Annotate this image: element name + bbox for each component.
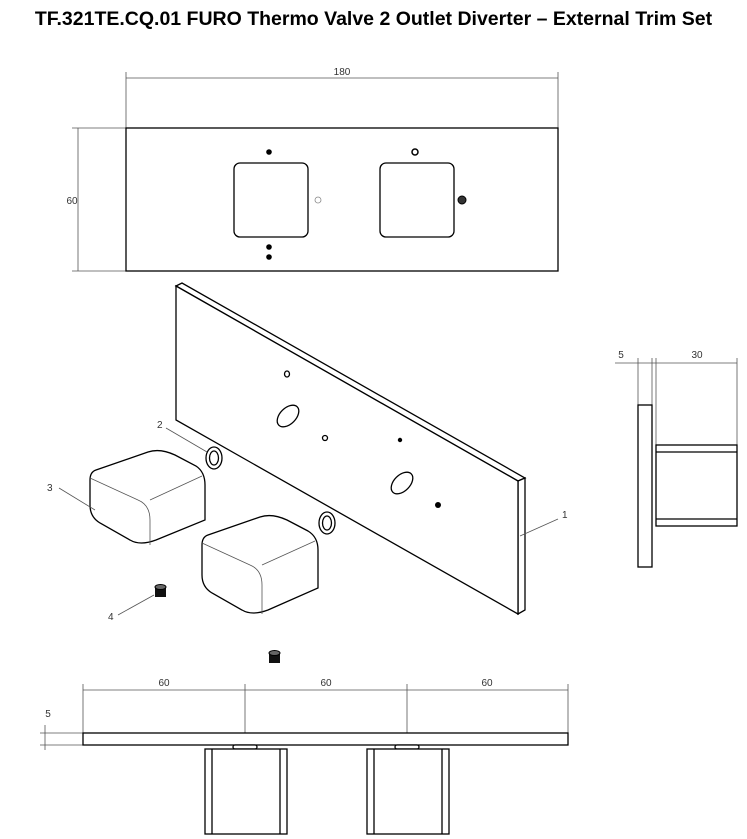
- knob-right: [379, 162, 455, 238]
- grub-screw: [268, 650, 281, 663]
- side-view: 5 30: [615, 350, 738, 568]
- grub-screw: [154, 584, 167, 597]
- dim-spacing-1: 60: [158, 678, 170, 689]
- callout-3: 3: [47, 483, 53, 494]
- plate-outline: [125, 127, 559, 272]
- isometric-view: 1 2 3 4: [47, 282, 568, 663]
- dim-knob-depth: 30: [691, 350, 703, 361]
- dim-thickness: 5: [45, 709, 51, 720]
- drawing-title: TF.321TE.CQ.01 FURO Thermo Valve 2 Outle…: [34, 8, 713, 30]
- top-view: 180 60: [66, 67, 559, 272]
- knob-left: [233, 162, 309, 238]
- bottom-view: 60 60 60 5: [40, 678, 569, 835]
- dim-height: 60: [66, 196, 78, 207]
- callout-1: 1: [562, 510, 568, 521]
- callout-4: 4: [108, 612, 114, 623]
- dim-plate-thickness: 5: [618, 350, 624, 361]
- dim-spacing-3: 60: [481, 678, 493, 689]
- callout-2: 2: [157, 420, 163, 431]
- dim-spacing-2: 60: [320, 678, 332, 689]
- dim-width: 180: [334, 67, 351, 78]
